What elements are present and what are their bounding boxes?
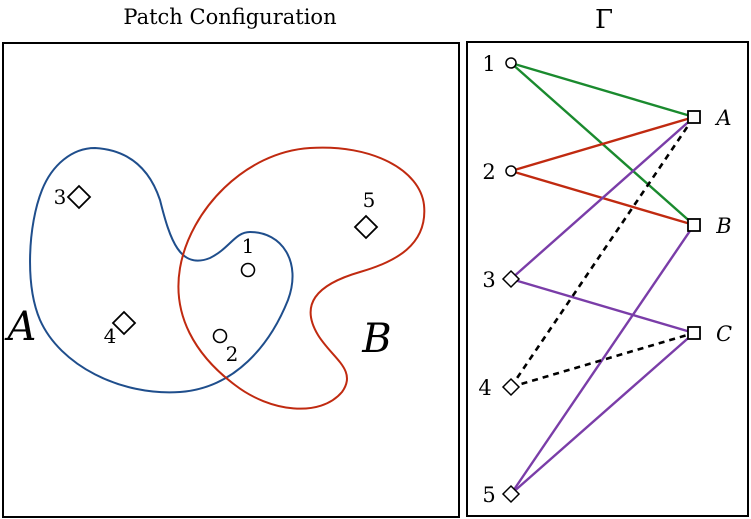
graph-node-4-label: 4 [478,376,491,400]
point-4: 4 [104,310,137,348]
graph-node-C-marker [687,326,701,340]
graph-node-B-marker [687,218,701,232]
graph-node-1-label: 1 [482,52,495,76]
edge-5-B [510,224,695,495]
point-4-label: 4 [104,324,117,348]
edge-4-A [509,116,696,388]
graph-node-3-label: 3 [482,268,495,292]
graph-node-1: 1 [482,52,517,76]
graph-node-4: 4 [478,376,521,400]
point-1: 1 [240,234,256,278]
right-panel-frame [466,41,749,517]
graph-node-B-label: B [715,214,731,238]
point-2: 2 [212,328,239,366]
graph-node-5-marker [501,484,521,504]
edges [509,61,696,495]
point-3-label: 3 [54,185,67,209]
graph-node-1-marker [505,57,517,69]
left-panel-frame [2,42,460,518]
edge-3-A [510,116,695,280]
point-5-label: 5 [363,188,376,212]
graph-node-4-marker [501,377,521,397]
graph-node-2-label: 2 [482,160,495,184]
graph-node-5-label: 5 [482,483,495,507]
graph-node-A-marker [687,110,701,124]
point-2-marker [212,328,228,344]
graph-node-A-label: A [714,106,731,130]
graph-node-A: A [687,106,732,130]
region-a-boundary [29,146,294,394]
edge-1-A [510,61,695,119]
graph-node-C: C [687,322,732,346]
graph-node-B: B [687,214,732,238]
edge-5-C [510,332,695,495]
edge-2-A [510,115,695,173]
point-5: 5 [353,188,379,240]
graph-node-3-marker [501,269,521,289]
graph-node-5: 5 [482,483,521,507]
point-3-marker [66,184,92,210]
point-2-label: 2 [226,342,239,366]
graph-node-C-label: C [716,322,732,346]
edge-3-C [510,277,695,335]
point-5-marker [353,214,379,240]
region-b-label: B [361,316,391,362]
graph-node-2: 2 [482,160,517,184]
graph-node-3: 3 [482,268,521,292]
region-b-boundary [177,146,426,410]
point-3: 3 [54,184,92,210]
region-a-label: A [4,304,37,350]
right-panel-title: Γ [595,5,613,35]
graph-node-2-marker [505,165,517,177]
point-1-marker [240,262,256,278]
point-1-label: 1 [242,234,255,258]
left-panel-title: Patch Configuration [123,5,336,29]
point-4-marker [111,310,137,336]
edge-4-C [510,331,695,389]
